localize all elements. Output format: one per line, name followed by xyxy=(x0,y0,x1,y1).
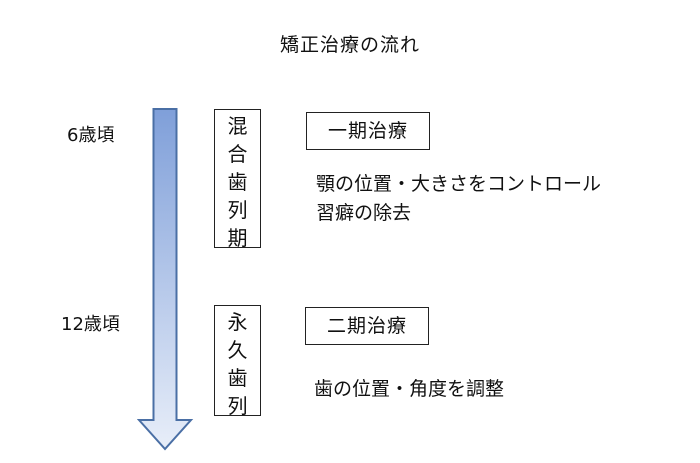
age-label-12: 12歳頃 xyxy=(61,314,120,335)
description-line: 顎の位置・大きさをコントロール xyxy=(316,173,602,195)
mixed-dentition-char: 歯 xyxy=(227,170,248,194)
diagram-title: 矯正治療の流れ xyxy=(279,34,420,56)
permanent-dentition-char: 久 xyxy=(227,338,248,362)
description-line: 歯の位置・角度を調整 xyxy=(314,378,505,400)
timeline-arrow xyxy=(137,108,194,451)
mixed-dentition-char: 列 xyxy=(227,198,248,222)
phase-one-box: 一期治療 xyxy=(306,112,430,150)
age-label-6: 6歳頃 xyxy=(67,125,115,146)
phase-two-box: 二期治療 xyxy=(305,307,429,345)
phase-one-description: 顎の位置・大きさをコントロール 習癖の除去 xyxy=(316,170,601,228)
mixed-dentition-box: 混 合 歯 列 期 xyxy=(214,109,261,250)
permanent-dentition-char: 永 xyxy=(227,310,248,334)
phase-two-description: 歯の位置・角度を調整 xyxy=(314,375,504,404)
mixed-dentition-char: 混 xyxy=(227,114,248,138)
description-line: 習癖の除去 xyxy=(316,202,412,224)
mixed-dentition-char: 合 xyxy=(227,142,248,166)
permanent-dentition-box: 永 久 歯 列 xyxy=(214,305,261,418)
permanent-dentition-char: 歯 xyxy=(227,366,248,390)
permanent-dentition-char: 列 xyxy=(227,394,248,418)
mixed-dentition-char: 期 xyxy=(227,226,248,250)
